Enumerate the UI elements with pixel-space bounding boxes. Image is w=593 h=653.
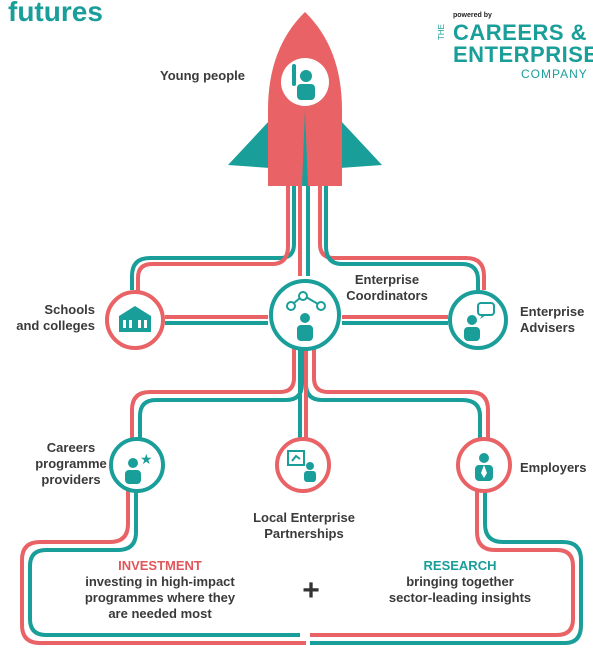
research-block: RESEARCH bringing together sector-leadin…	[370, 558, 550, 606]
advisers-label: Enterprise Advisers	[520, 304, 584, 336]
lep-label-line: Partnerships	[264, 526, 344, 541]
logo-powered-by: powered by	[453, 12, 492, 19]
company-logo: powered by THE CAREERS & ENTERPRISE COMP…	[433, 12, 593, 92]
page-title: futures	[8, 0, 103, 27]
presentation-board-icon	[287, 450, 316, 482]
lep-label-line: Local Enterprise	[253, 510, 355, 525]
employers-label-line: Employers	[520, 460, 587, 475]
lep-label: Local Enterprise Partnerships	[244, 510, 364, 542]
careers-label: Careers programme providers	[26, 440, 116, 488]
logo-line-1: CAREERS &	[453, 20, 588, 45]
employee-tie-icon	[475, 453, 493, 481]
research-line: bringing together	[406, 574, 514, 589]
investment-line: are needed most	[108, 606, 212, 621]
raised-hand-person-icon	[292, 64, 315, 100]
research-heading: RESEARCH	[423, 558, 497, 573]
rocket	[228, 12, 382, 186]
investment-block: INVESTMENT investing in high-impact prog…	[60, 558, 260, 622]
young-people-label: Young people	[160, 68, 245, 83]
logo-the: THE	[437, 24, 446, 40]
schools-label: Schools and colleges	[10, 302, 95, 334]
advisers-label-line: Enterprise	[520, 304, 585, 319]
plus-sign: +	[302, 574, 320, 607]
coordinators-label: Enterprise Coordinators	[332, 272, 442, 304]
schools-label-line: Schools	[44, 302, 95, 317]
research-line: sector-leading insights	[388, 590, 532, 605]
network-person-icon	[286, 291, 326, 341]
svg-text:★: ★	[140, 452, 153, 468]
coordinators-label-line: Coordinators	[346, 288, 428, 303]
advisers-label-line: Advisers	[520, 320, 575, 335]
logo-line-3: COMPANY	[521, 67, 588, 81]
school-building-icon	[119, 306, 151, 332]
employers-label: Employers	[520, 460, 586, 476]
node-circles	[105, 279, 512, 493]
logo-line-2: ENTERPRISE	[453, 42, 593, 67]
investment-line: programmes where they	[84, 590, 236, 605]
careers-label-line: programme	[35, 456, 107, 471]
investment-heading: INVESTMENT	[118, 558, 202, 573]
star-person-icon: ★	[125, 452, 153, 484]
schools-label-line: and colleges	[16, 318, 95, 333]
speech-bubble-person-icon	[464, 302, 495, 341]
careers-label-line: providers	[41, 472, 101, 487]
careers-label-line: Careers	[46, 440, 96, 455]
investment-line: investing in high-impact	[85, 574, 235, 589]
connection-lines	[20, 186, 583, 645]
coordinators-label-line: Enterprise	[354, 272, 420, 287]
